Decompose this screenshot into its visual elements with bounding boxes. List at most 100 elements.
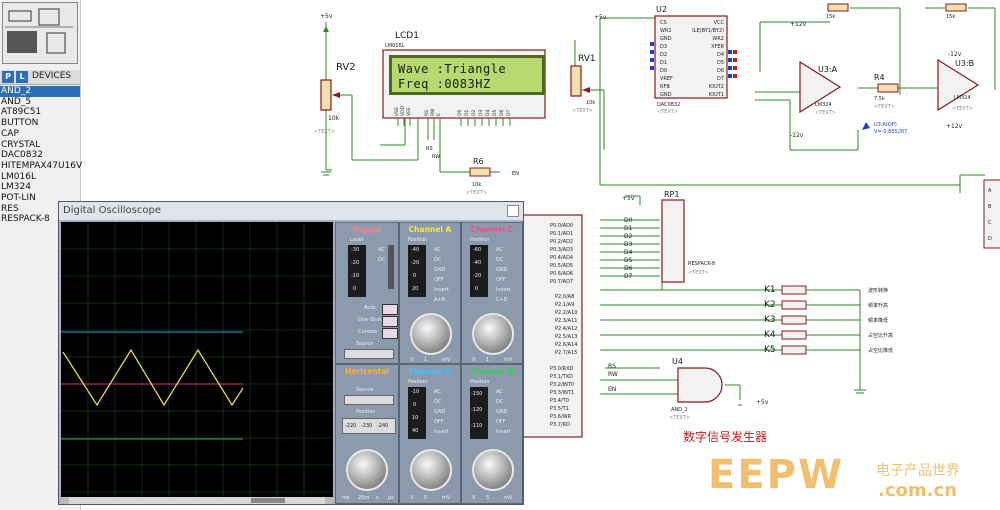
channel-b-volts-knob[interactable]: [410, 449, 452, 491]
svg-text:D7: D7: [624, 273, 633, 280]
oscilloscope-window[interactable]: Digital Oscilloscope: [58, 201, 524, 505]
device-item[interactable]: HITEMPAX47U16V: [1, 160, 83, 171]
pick-devices-button[interactable]: P: [2, 71, 14, 83]
scope-screen: [61, 222, 333, 498]
trigger-source-selector[interactable]: [344, 349, 394, 359]
device-item[interactable]: CRYSTAL: [1, 139, 41, 150]
one-shot-toggle[interactable]: [382, 316, 398, 327]
svg-text:P0.4/AD4: P0.4/AD4: [550, 255, 573, 261]
devices-header: P L DEVICES: [0, 70, 80, 85]
r-15k-2[interactable]: [945, 3, 967, 12]
lcd-line-1: Wave :Triangle: [398, 62, 507, 76]
horizontal-time-knob[interactable]: [346, 449, 388, 491]
u2-ref: U2: [656, 5, 667, 14]
svg-text:C: C: [988, 220, 992, 226]
scope-grid: [61, 222, 333, 498]
button-k4[interactable]: K4 占空比升高: [764, 330, 893, 340]
r4-text: <TEXT>: [874, 104, 895, 110]
svg-text:VSS: VSS: [394, 107, 400, 116]
svg-text:RFB: RFB: [660, 84, 670, 90]
svg-text:P3.4/T0: P3.4/T0: [550, 398, 569, 404]
u2-dac0832[interactable]: [654, 15, 728, 99]
svg-text:P3.3/INT1: P3.3/INT1: [550, 390, 574, 396]
svg-text:P3.5/T1: P3.5/T1: [550, 406, 569, 412]
svg-text:D7: D7: [717, 76, 724, 82]
device-item[interactable]: CAP: [1, 128, 19, 139]
u2-text: <TEXT>: [657, 109, 678, 115]
svg-text:P3.1/TXD: P3.1/TXD: [550, 374, 573, 380]
u2-left-pins: CS WR1 GND D3 D2 D1 D0 VREF RFB GND: [660, 20, 673, 98]
device-item[interactable]: AND_2: [0, 86, 80, 97]
horizontal-source-selector[interactable]: [344, 395, 394, 405]
library-manager-button[interactable]: L: [16, 71, 28, 83]
partial-component[interactable]: [983, 179, 1000, 249]
device-item[interactable]: POT-LIN: [1, 193, 36, 204]
overview-thumbnail[interactable]: [2, 2, 78, 64]
r6-text: <TEXT>: [466, 190, 487, 196]
horizontal-section: Horizontal Source Position -220 -230 -24…: [335, 364, 399, 504]
channel-d-title: Channel D: [470, 367, 514, 376]
schematic-canvas[interactable]: +5v +5v +12v -12v +12v -12v +5v +5v RV2 …: [80, 0, 1000, 510]
plus5-label-2: +5v: [594, 14, 607, 21]
svg-text:E: E: [436, 113, 442, 116]
svg-text:D: D: [988, 236, 992, 242]
device-item[interactable]: DAC0832: [1, 150, 43, 161]
device-item[interactable]: LM016L: [1, 171, 36, 182]
device-item[interactable]: AT89C51: [1, 107, 42, 118]
mcu-at89c51[interactable]: [519, 214, 583, 438]
plus12-label: +12v: [790, 21, 807, 28]
svg-text:D5: D5: [624, 257, 633, 264]
probe-icon[interactable]: [862, 122, 870, 130]
button-k1[interactable]: K1 波形转换: [764, 285, 888, 295]
r-15k-1[interactable]: [827, 3, 849, 12]
r6-resistor[interactable]: [469, 167, 491, 177]
plus5-label-3: +5v: [756, 399, 769, 406]
device-item[interactable]: BUTTON: [1, 118, 39, 129]
close-icon[interactable]: [507, 205, 519, 217]
trigger-level-slider[interactable]: [388, 245, 394, 289]
u4-and-gate[interactable]: [677, 367, 723, 403]
svg-text:D3: D3: [478, 110, 484, 116]
svg-text:P0.2/AD2: P0.2/AD2: [550, 239, 573, 245]
svg-text:VREF: VREF: [660, 76, 673, 82]
u3a-opamp[interactable]: [799, 60, 842, 114]
channel-c-volts-knob[interactable]: [472, 313, 514, 355]
rv1-ref: RV1: [578, 54, 596, 64]
svg-text:D0: D0: [624, 217, 633, 224]
scope-horizontal-scrollbar[interactable]: [61, 497, 333, 504]
trigger-level-display: -30 -20 -10 0: [348, 245, 366, 297]
svg-text:IOUT2: IOUT2: [709, 84, 724, 90]
r4-resistor[interactable]: [877, 83, 899, 93]
svg-text:P2.1/A9: P2.1/A9: [555, 302, 574, 308]
button-k2[interactable]: K2 频率升高: [764, 300, 888, 310]
device-item[interactable]: LM324: [1, 182, 31, 193]
u3b-ref: U3:B: [955, 59, 974, 68]
svg-text:RS: RS: [608, 363, 616, 370]
u4-ref: U4: [672, 357, 683, 366]
svg-text:占空比降低: 占空比降低: [868, 347, 893, 354]
cursors-toggle[interactable]: [382, 328, 398, 339]
u3b-opamp[interactable]: [937, 58, 980, 112]
button-k3[interactable]: K3 频率降低: [764, 315, 888, 325]
rp1-respack[interactable]: [661, 199, 685, 283]
channel-c-position-display: -60 -40 -20 0: [470, 245, 488, 297]
auto-toggle[interactable]: [382, 304, 398, 315]
plus5-label-4: +5v: [622, 195, 635, 202]
svg-text:CS: CS: [660, 20, 667, 26]
rv1-value: 10k: [586, 100, 595, 106]
button-k5[interactable]: K5 占空比降低: [764, 345, 893, 355]
svg-text:D1: D1: [464, 110, 470, 116]
device-item[interactable]: AND_5: [1, 96, 32, 107]
oscilloscope-title-bar[interactable]: Digital Oscilloscope: [59, 202, 523, 220]
rv2-potentiometer[interactable]: [320, 79, 332, 111]
svg-text:RW: RW: [608, 371, 618, 378]
channel-a-volts-knob[interactable]: [410, 313, 452, 355]
svg-text:VEE: VEE: [406, 107, 412, 116]
device-item[interactable]: RESPACK-8: [1, 214, 50, 225]
channel-d-volts-knob[interactable]: [472, 449, 514, 491]
rv1-potentiometer[interactable]: [570, 65, 582, 97]
device-item[interactable]: RES: [1, 203, 19, 214]
svg-text:B: B: [988, 204, 992, 210]
svg-text:P2.6/A14: P2.6/A14: [555, 342, 577, 348]
horizontal-position-display[interactable]: -220 -230 -240: [342, 418, 396, 434]
